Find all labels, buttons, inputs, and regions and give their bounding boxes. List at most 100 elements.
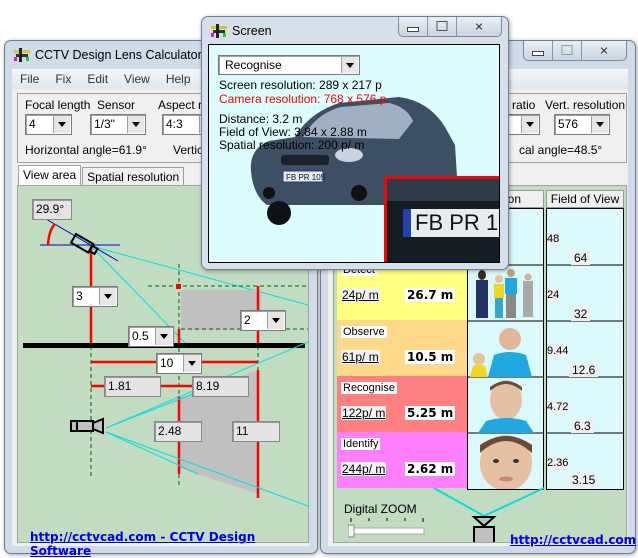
sensor-value: 1/3" [94, 117, 115, 131]
chevron-down-icon[interactable] [183, 355, 200, 372]
vert-resolution-value: 576 [558, 117, 579, 131]
close-icon: ✕ [474, 21, 484, 33]
blind-zone-value: 1.81 [108, 379, 132, 393]
level-observe: Observe 61p/ m 10.5 m [337, 320, 467, 376]
fov-width: 32 [571, 307, 591, 321]
view-length-field: 8.19 [192, 376, 249, 397]
zoom-grille [387, 179, 499, 201]
tab-spatial-resolution[interactable]: Spatial resolution [82, 167, 185, 186]
close-icon: ✕ [599, 45, 609, 57]
level-ppm-link[interactable]: 24p/ m [341, 288, 380, 302]
near-width-value: 2.48 [158, 424, 182, 438]
minimize-button[interactable] [524, 41, 553, 60]
zoom-plate: FB PR 105 [403, 209, 499, 237]
distance-text: Distance: 3.2 m [219, 112, 303, 126]
focal-length-label: Focal length [25, 98, 91, 112]
vert-resolution-label: Vert. resolution [545, 98, 626, 112]
level-recognise: Recognise 122p/ m 5.25 m [337, 376, 467, 432]
level-distance: 2.62 m [405, 462, 456, 476]
blind-zone-field: 1.81 [104, 376, 161, 397]
maximize-button[interactable] [553, 41, 582, 60]
cctvcad-link[interactable]: http://cctvcad.com - CCTV Design Softwar… [30, 530, 256, 558]
view-mode-select[interactable]: Recognise [218, 55, 360, 75]
digital-zoom-slider[interactable] [347, 516, 428, 538]
spatial-resolution-text: Spatial resolution: 200 p/ m [219, 138, 365, 152]
level-name: Observe [341, 326, 387, 338]
aspect-ratio-select-partial[interactable] [504, 114, 540, 135]
lower-limit-value: 0.5 [132, 329, 149, 343]
level-name: Identify [341, 438, 381, 450]
fov-height: 48 [547, 233, 560, 245]
menu-fix[interactable]: Fix [55, 72, 72, 86]
chevron-down-icon[interactable] [341, 57, 358, 73]
view-mode-value: Recognise [225, 58, 282, 72]
level-ppm-link[interactable]: 244p/ m [341, 462, 387, 476]
tab-view-area[interactable]: View area [18, 165, 82, 186]
distance-select[interactable]: 10 [156, 353, 202, 374]
level-ppm-link[interactable]: 61p/ m [341, 350, 380, 364]
view-length-value: 8.19 [196, 379, 220, 393]
tilt-angle-value: 29.9° [36, 202, 65, 216]
chevron-down-icon[interactable] [155, 328, 172, 345]
maximize-button[interactable] [428, 17, 457, 36]
screen-window-buttons: ✕ [398, 17, 502, 37]
fov-height: 24 [547, 289, 560, 301]
main-window-title: CCTV Design Lens Calculator [35, 48, 202, 62]
chevron-down-icon[interactable] [53, 116, 70, 133]
sensor-select[interactable]: 1/3" [90, 114, 146, 135]
field-of-view-column: 48 64 24 32 9.44 12.6 4.72 6.3 2.36 3.15 [546, 208, 624, 490]
zoom-inset: FB PR 105 [384, 176, 499, 262]
chevron-down-icon[interactable] [99, 288, 116, 305]
distance-value: 10 [160, 356, 174, 370]
menu-help[interactable]: Help [165, 72, 191, 86]
camera-resolution-text: Camera resolution: 768 x 576 p [219, 92, 387, 106]
digital-zoom-label: Digital ZOOM [344, 502, 417, 516]
target-height-select[interactable]: 2 [240, 310, 286, 331]
car-plate-text: FB PR 105 [286, 173, 326, 182]
menu-view[interactable]: View [124, 72, 150, 86]
menu-file[interactable]: File [20, 72, 40, 86]
minimize-icon [532, 51, 544, 56]
camera-height-select[interactable]: 3 [72, 286, 118, 307]
horizontal-angle-text: Horizontal angle=61.9° [25, 143, 147, 157]
view-tabs: View area Spatial resolution [18, 165, 185, 186]
slider-ticks [347, 518, 425, 538]
fov-width: 64 [571, 251, 591, 265]
fov-dividers [547, 264, 623, 434]
close-button[interactable]: ✕ [457, 17, 501, 36]
resolution-window-buttons: ✕ [523, 41, 627, 61]
chevron-down-icon[interactable] [267, 312, 284, 329]
fov-width: 6.3 [571, 419, 594, 433]
focal-length-value: 4 [29, 117, 36, 131]
screen-view: FB PR 105 FB PR 105 Recognise Screen res… [208, 44, 500, 263]
far-width-value: 11 [236, 424, 249, 438]
minimize-button[interactable] [399, 17, 428, 36]
app-icon [211, 24, 227, 38]
screen-resolution-text: Screen resolution: 289 x 217 p [219, 78, 382, 92]
screen-titlebar[interactable]: Screen ✕ [202, 17, 508, 45]
level-ppm-link[interactable]: 122p/ m [341, 406, 387, 420]
resolution-titlebar[interactable]: ✕ [321, 41, 635, 69]
screen-window-title: Screen [232, 24, 272, 38]
vertical-angle-text: Vertica [173, 143, 210, 157]
fov-height: 2.36 [547, 457, 569, 469]
menu-edit[interactable]: Edit [87, 72, 109, 86]
chevron-down-icon[interactable] [521, 116, 538, 133]
focal-length-select[interactable]: 4 [25, 114, 72, 135]
fov-height: 4.72 [547, 401, 569, 413]
lower-limit-select[interactable]: 0.5 [128, 326, 174, 347]
maximize-icon [561, 45, 573, 55]
chevron-down-icon[interactable] [591, 116, 608, 133]
level-distance: 10.5 m [405, 350, 456, 364]
level-identify: Identify 244p/ m 2.62 m [337, 432, 467, 488]
vert-resolution-select[interactable]: 576 [554, 114, 610, 135]
main-titlebar[interactable]: CCTV Design Lens Calculator [5, 41, 317, 69]
cctvcad-link-short[interactable]: http://cctvcad.com [510, 533, 637, 547]
chevron-down-icon[interactable] [127, 116, 144, 133]
field-of-view-text: Field of View: 3.84 x 2.88 m [219, 125, 367, 139]
tilt-angle-field: 29.9° [32, 199, 72, 220]
sensor-label: Sensor [97, 98, 136, 112]
level-distance: 26.7 m [405, 288, 456, 302]
fov-height: 9.44 [547, 345, 569, 357]
close-button[interactable]: ✕ [582, 41, 626, 60]
